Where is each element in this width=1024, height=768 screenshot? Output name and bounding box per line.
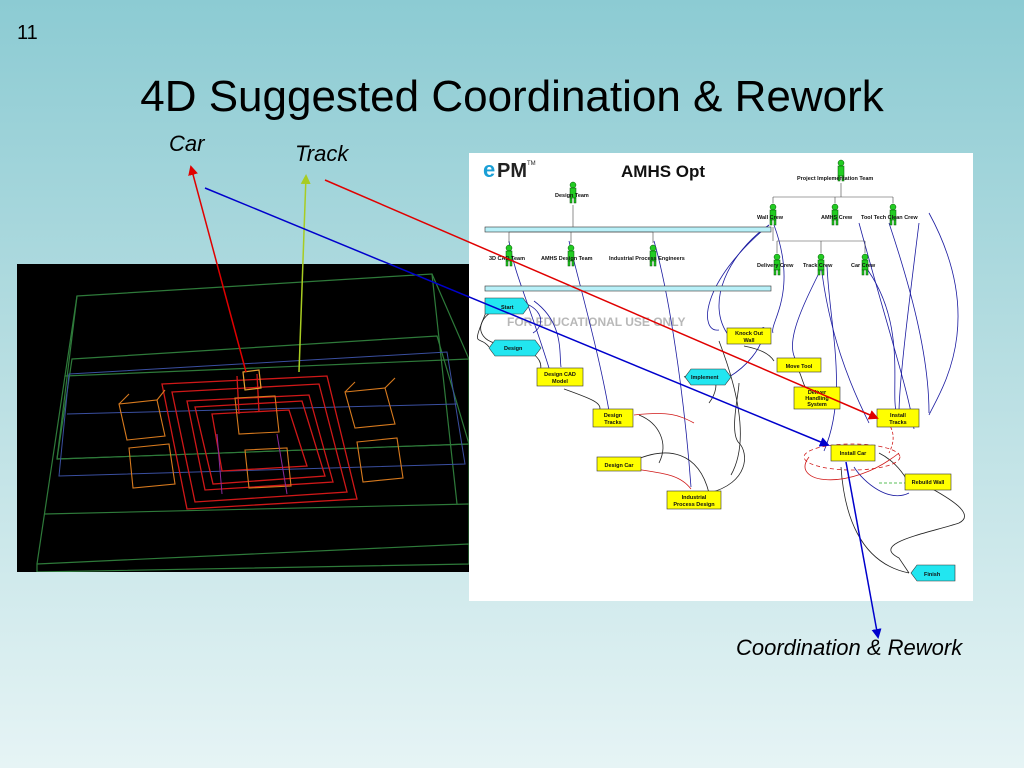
team-car-crew: Car Crew: [851, 263, 876, 269]
milestone-start[interactable]: Start: [484, 297, 530, 315]
callout-track: Track: [295, 141, 349, 166]
simulation-3d-view: [17, 264, 470, 573]
task-label-line: Industrial: [682, 495, 707, 501]
process-diagram-svg: e PM TM AMHS Opt FOR EDUCATIONAL USE ONL…: [477, 157, 965, 582]
org-lines: [508, 183, 894, 253]
task-label-line: Design Car: [604, 463, 634, 469]
task-label-line: Wall: [743, 338, 755, 344]
person-icon: [569, 181, 577, 204]
slide-number: 11: [17, 22, 38, 44]
milestone-design-label: Design: [504, 346, 523, 352]
milestone-finish[interactable]: Finish: [910, 564, 956, 582]
person-icon: [769, 203, 777, 226]
task-label-line: Model: [552, 379, 568, 385]
task-label-line: Design CAD: [544, 372, 576, 378]
task-rebuild-wall[interactable]: Rebuild Wall: [904, 473, 952, 491]
watermark: FOR EDUCATIONAL USE ONLY: [507, 315, 685, 329]
milestone-design[interactable]: Design: [488, 339, 542, 357]
install-tracks-arrow: [324, 179, 879, 420]
team-track-crew: Track Crew: [803, 263, 833, 269]
task-label-line: System: [807, 402, 827, 408]
milestone-finish-label: Finish: [924, 572, 941, 578]
callout-coordination-rework: Coordination & Rework: [736, 635, 963, 660]
tool-boxes: [118, 377, 404, 489]
task-knock-out-wall[interactable]: Knock Out Wall: [726, 327, 772, 345]
task-industrial-process-design[interactable]: Industrial Process Design: [666, 490, 722, 510]
slide-title: 4D Suggested Coordination & Rework: [140, 72, 884, 121]
person-icon: [649, 244, 657, 267]
diagram-title: AMHS Opt: [621, 162, 705, 181]
team-industrial-process-engineers: Industrial Process Engineers: [609, 256, 685, 262]
task-label-line: Rebuild Wall: [912, 480, 945, 486]
task-move-tool[interactable]: Move Tool: [776, 357, 822, 373]
milestone-implement-label: Implement: [691, 375, 719, 381]
team-design: Design Team: [555, 193, 589, 199]
team-project-implementation: Project Implementation Team: [797, 176, 873, 182]
track-supports: [216, 433, 288, 495]
milestone-start-label: Start: [501, 305, 514, 311]
task-design-tracks[interactable]: Design Tracks: [592, 408, 634, 428]
car-arrow: [188, 165, 247, 373]
task-label-line: Design: [604, 413, 623, 419]
person-icon: [889, 203, 897, 226]
person-icon: [567, 244, 575, 267]
car-wireframe: [242, 369, 262, 391]
floor-grid: [58, 351, 466, 477]
task-label-line: Install Car: [840, 451, 867, 457]
coordination-arrow: [845, 461, 882, 639]
task-label-line: Move Tool: [786, 364, 813, 370]
person-icon: [817, 253, 825, 276]
person-icon: [831, 203, 839, 226]
team-delivery-crew: Delivery Crew: [757, 263, 794, 269]
team-tool-tech-crew: Tool Tech Clean Crew: [861, 215, 918, 221]
install-car-arrow: [204, 187, 830, 447]
team-wall-crew: Wall Crew: [757, 215, 784, 221]
person-icon: [505, 244, 513, 267]
team-bar-implementation: [484, 285, 772, 292]
task-label-line: Process Design: [673, 502, 715, 508]
task-label-line: Knock Out: [735, 331, 763, 337]
logo-tm: TM: [527, 161, 536, 167]
dependency-links: [477, 212, 965, 574]
task-label-line: Install: [890, 413, 906, 419]
task-design-cad-model[interactable]: Design CAD Model: [536, 367, 584, 387]
callout-car: Car: [169, 131, 205, 156]
logo-pm: PM: [497, 160, 527, 182]
process-diagram: e PM TM AMHS Opt FOR EDUCATIONAL USE ONL…: [469, 153, 973, 601]
logo-e: e: [483, 157, 495, 182]
person-icon: [861, 253, 869, 276]
track-arrow: [298, 174, 311, 373]
team-amhs-design: AMHS Design Team: [541, 256, 593, 262]
person-icon: [837, 159, 845, 182]
person-icon: [773, 253, 781, 276]
person-icons: [505, 159, 897, 276]
task-install-car[interactable]: Install Car: [830, 444, 876, 462]
team-amhs-crew: AMHS Crew: [821, 215, 853, 221]
task-label-line: Tracks: [604, 420, 621, 426]
task-label-line: Tracks: [889, 420, 906, 426]
task-design-car[interactable]: Design Car: [596, 456, 642, 472]
milestone-implement[interactable]: Implement: [684, 368, 732, 386]
task-label-line: Handling: [805, 396, 829, 402]
